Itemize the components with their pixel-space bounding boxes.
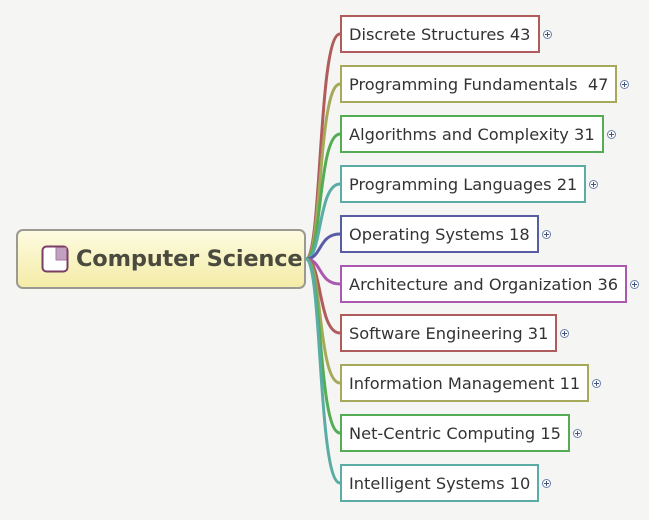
topic-label: Programming Fundamentals 47 [349, 74, 609, 94]
topic-software-engineering[interactable]: Software Engineering 31 [340, 314, 558, 352]
expand-icon[interactable] [607, 129, 616, 139]
central-topic[interactable]: Computer Science [16, 229, 306, 289]
expand-icon[interactable] [542, 478, 551, 488]
expand-icon[interactable] [592, 378, 601, 388]
connector-intelligent-systems [304, 257, 342, 485]
expand-icon[interactable] [542, 229, 551, 239]
topic-label: Discrete Structures 43 [349, 24, 531, 44]
topic-operating-systems[interactable]: Operating Systems 18 [340, 215, 539, 253]
topic-net-centric-computing[interactable]: Net-Centric Computing 15 [340, 414, 570, 452]
topic-discrete-structures[interactable]: Discrete Structures 43 [340, 15, 540, 53]
topic-label: Software Engineering 31 [349, 323, 549, 343]
topic-programming-fundamentals[interactable]: Programming Fundamentals 47 [340, 65, 618, 103]
topic-label: Algorithms and Complexity 31 [349, 124, 595, 144]
expand-icon[interactable] [630, 279, 639, 289]
topic-intelligent-systems[interactable]: Intelligent Systems 10 [340, 464, 540, 502]
topic-label: Information Management 11 [349, 373, 581, 393]
connector-programming-languages [304, 182, 342, 261]
note-icon [41, 245, 69, 273]
topic-architecture-and-organization[interactable]: Architecture and Organization 36 [340, 265, 628, 303]
central-topic-title: Computer Science [76, 246, 303, 272]
expand-icon[interactable] [543, 29, 552, 39]
topic-label: Architecture and Organization 36 [349, 274, 619, 294]
topic-label: Net-Centric Computing 15 [349, 423, 561, 443]
topic-label: Operating Systems 18 [349, 224, 530, 244]
topic-programming-languages[interactable]: Programming Languages 21 [340, 165, 587, 203]
expand-icon[interactable] [589, 179, 598, 189]
topic-label: Programming Languages 21 [349, 174, 578, 194]
expand-icon[interactable] [620, 79, 629, 89]
expand-icon[interactable] [560, 328, 569, 338]
topic-algorithms-and-complexity[interactable]: Algorithms and Complexity 31 [340, 115, 604, 153]
expand-icon[interactable] [573, 428, 582, 438]
topic-label: Intelligent Systems 10 [349, 473, 531, 493]
topic-information-management[interactable]: Information Management 11 [340, 364, 590, 402]
